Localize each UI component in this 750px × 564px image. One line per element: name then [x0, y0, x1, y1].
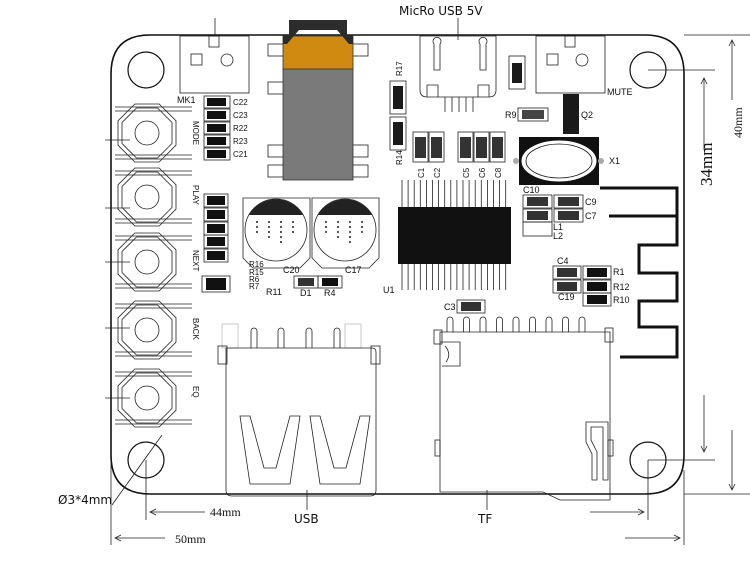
button-eq[interactable]: EQ — [115, 368, 200, 428]
svg-text:R11: R11 — [266, 287, 282, 297]
top-capacitors: C1 C2 C5 C6 C8 — [412, 131, 506, 178]
dimension-lines: 34mm 40mm 44mm 50mm Ø3*4mm — [58, 34, 750, 546]
micro-usb-connector: MicRo USB 5V — [399, 4, 497, 112]
usb-a-connector: USB — [217, 323, 381, 526]
dim-44mm: 44mm — [210, 505, 241, 519]
button-label: EQ — [191, 386, 200, 398]
svg-text:R15: R15 — [249, 268, 264, 277]
right-passives: C4 C19 R1 R12 R10 — [552, 256, 630, 307]
q2-label: Q2 — [581, 110, 593, 120]
mk1-connector: MK1 — [177, 18, 250, 105]
svg-text:C17: C17 — [345, 265, 362, 275]
button-label: MODE — [191, 121, 200, 145]
component-label: C5 — [462, 167, 471, 178]
svg-text:C4: C4 — [557, 256, 569, 266]
button-label: BACK — [191, 318, 200, 340]
svg-text:R12: R12 — [613, 282, 630, 292]
audio-jack — [267, 20, 369, 181]
tf-card-slot: TF — [433, 316, 614, 526]
svg-text:L2: L2 — [553, 231, 563, 241]
button-mode[interactable]: MODE — [115, 103, 200, 163]
svg-text:R14: R14 — [395, 150, 404, 165]
button-back[interactable]: BACK — [115, 300, 200, 360]
svg-text:D1: D1 — [300, 288, 312, 298]
q2-component — [563, 94, 579, 134]
svg-text:C19: C19 — [558, 292, 575, 302]
svg-text:R9: R9 — [505, 110, 517, 120]
dim-40mm: 40mm — [731, 107, 745, 138]
mute-label: MUTE — [607, 87, 633, 97]
component-label: C8 — [494, 167, 503, 178]
svg-text:X1: X1 — [609, 156, 620, 166]
button-play[interactable]: PLAY — [115, 167, 200, 227]
svg-text:C9: C9 — [585, 197, 597, 207]
component-label: C1 — [417, 167, 426, 178]
cap-c20: C20 — [242, 197, 311, 275]
component-label: C23 — [233, 111, 248, 120]
component-label: R22 — [233, 124, 248, 133]
usb-label: USB — [294, 512, 319, 526]
component-label: C21 — [233, 150, 248, 159]
svg-text:R1: R1 — [613, 267, 625, 277]
svg-text:L1: L1 — [553, 222, 563, 232]
button-next[interactable]: NEXT — [115, 232, 200, 292]
smd-vertical-top — [508, 55, 526, 90]
mk1-label: MK1 — [177, 95, 196, 105]
cap-c17: C17 — [311, 197, 380, 275]
svg-text:R10: R10 — [613, 295, 630, 305]
component-label: C22 — [233, 98, 248, 107]
svg-text:R6: R6 — [249, 275, 260, 284]
mute-connector: MUTE — [535, 35, 633, 97]
u1-chip: U1 — [383, 180, 511, 295]
svg-text:C10: C10 — [523, 185, 540, 195]
r14-component: R14 — [389, 116, 407, 165]
dim-50mm: 50mm — [175, 532, 206, 546]
component-label: R23 — [233, 137, 248, 146]
svg-text:R17: R17 — [395, 61, 404, 76]
svg-text:C7: C7 — [585, 211, 597, 221]
r17-component: R17 — [389, 61, 407, 115]
component-label: C6 — [478, 167, 487, 178]
button-label: NEXT — [191, 250, 200, 271]
svg-text:C3: C3 — [444, 302, 456, 312]
svg-text:U1: U1 — [383, 285, 395, 295]
c3-component: C3 — [444, 299, 486, 314]
component-label: C2 — [433, 167, 442, 178]
antenna-trace — [600, 186, 679, 359]
dim-34mm: 34mm — [697, 143, 716, 186]
svg-text:R16: R16 — [249, 260, 264, 269]
svg-text:R7: R7 — [249, 282, 260, 291]
d1-r4: D1 R4 — [293, 275, 343, 298]
r9-component: R9 — [505, 107, 549, 122]
svg-text:C20: C20 — [283, 265, 300, 275]
x1-crystal: X1 — [513, 137, 620, 185]
micro-usb-label: MicRo USB 5V — [399, 4, 483, 18]
play-passives: R16 R15 R6 R7 R11 — [201, 193, 282, 297]
tf-label: TF — [477, 512, 492, 526]
svg-text:R4: R4 — [324, 288, 336, 298]
rf-passives: C10 C9 C7 L1 L2 — [522, 185, 597, 241]
button-label: PLAY — [191, 185, 200, 206]
mount-hole-tl — [127, 51, 165, 89]
capacitor-markings — [256, 221, 363, 243]
dim-hole: Ø3*4mm — [58, 493, 112, 507]
